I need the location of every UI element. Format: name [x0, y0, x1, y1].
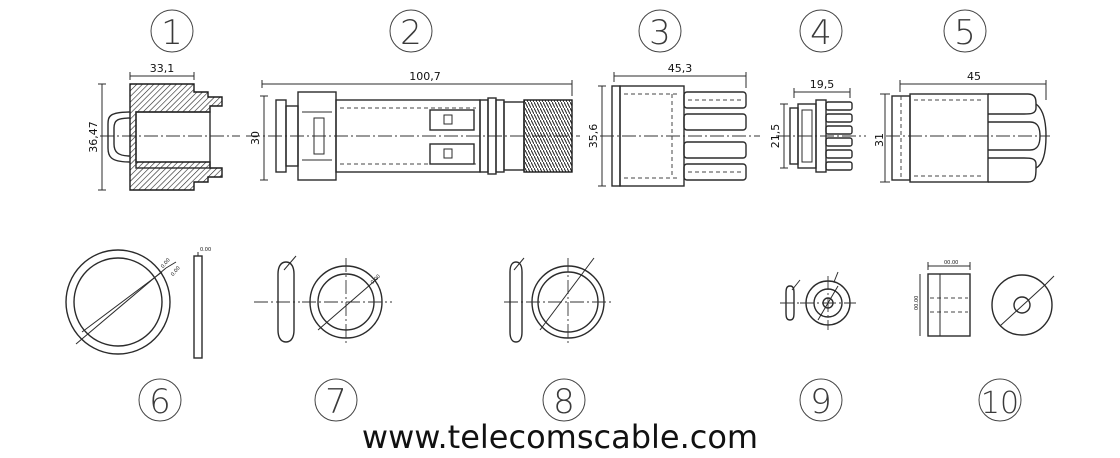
part-label-9: 9 — [799, 378, 843, 422]
part-label-8: 8 — [542, 378, 586, 422]
part-label-4: 4 — [799, 9, 843, 53]
part-7-oring-drawing: 0.00 — [254, 255, 392, 346]
svg-text:2: 2 — [400, 13, 422, 53]
part-5-gland-drawing: 45 31 — [873, 70, 1050, 183]
dim-p3-height: 35,6 — [587, 124, 600, 149]
svg-text:5: 5 — [954, 13, 976, 53]
part-4-collet-drawing: 19,5 21,5 — [769, 78, 866, 173]
part-1-cap-drawing: 33,1 36,47 — [87, 62, 240, 191]
part-label-7: 7 — [314, 378, 358, 422]
svg-text:4: 4 — [810, 13, 832, 53]
svg-text:0.00: 0.00 — [200, 247, 211, 253]
part-6-seal-drawing: 0.00 0.00 0.00 — [65, 247, 211, 359]
svg-text:10: 10 — [981, 386, 1019, 421]
dim-p2-height: 30 — [249, 131, 262, 145]
svg-text:6: 6 — [149, 382, 171, 422]
dim-p4-width: 19,5 — [810, 78, 835, 91]
part-label-1: 1 — [150, 9, 194, 53]
dim-p1-width: 33,1 — [150, 62, 175, 75]
dim-p5-width: 45 — [967, 70, 981, 83]
dim-p3-width: 45,3 — [668, 62, 693, 75]
part-10-grommet-drawing: 00.00 00.00 — [914, 260, 1055, 337]
part-8-oring-drawing — [504, 257, 612, 346]
part-label-2: 2 — [389, 9, 433, 53]
part-label-5: 5 — [943, 9, 987, 53]
svg-text:3: 3 — [649, 13, 671, 53]
svg-text:0.00: 0.00 — [160, 257, 172, 269]
svg-text:0.00: 0.00 — [170, 265, 182, 277]
part-label-10: 10 — [978, 378, 1022, 422]
svg-text:7: 7 — [325, 382, 347, 422]
part-label-6: 6 — [138, 378, 182, 422]
dim-p4-height: 21,5 — [769, 124, 782, 149]
svg-text:8: 8 — [553, 382, 575, 422]
svg-text:1: 1 — [161, 13, 183, 53]
part-9-washer-drawing — [780, 271, 856, 330]
part-label-3: 3 — [638, 9, 682, 53]
svg-text:9: 9 — [810, 382, 832, 422]
part-2-body-drawing: 100,7 30 — [246, 70, 580, 181]
svg-text:00.00: 00.00 — [944, 260, 958, 266]
dim-p2-length: 100,7 — [409, 70, 441, 83]
svg-text:0.00: 0.00 — [370, 274, 382, 286]
svg-text:00.00: 00.00 — [914, 296, 920, 310]
dim-p1-height: 36,47 — [87, 121, 100, 153]
website-url: www.telecomscable.com — [362, 418, 758, 456]
part-3-nut-drawing: 45,3 35,6 — [587, 62, 760, 187]
dim-p5-height: 31 — [873, 133, 886, 147]
